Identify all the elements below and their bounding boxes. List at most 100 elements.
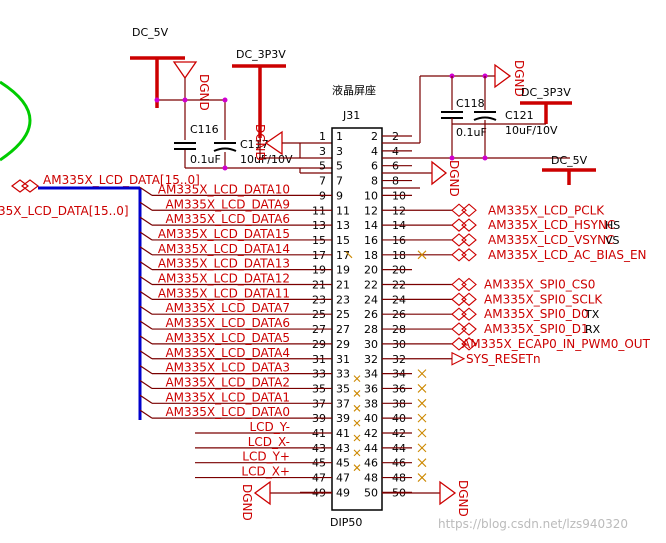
pin-inner-number: 41 <box>336 427 350 440</box>
port-symbol <box>461 292 477 307</box>
nc-mark <box>417 369 427 378</box>
pin-inner-number: 36 <box>364 382 378 395</box>
port-symbol <box>451 218 467 232</box>
c121-value: 10uF/10V <box>505 124 558 137</box>
left-net-label: LCD_Y- <box>249 420 290 434</box>
c116-ref: C116 <box>190 123 219 136</box>
left-net-label: AM335X_LCD_DATA3 <box>165 361 290 375</box>
green-arc <box>0 80 32 162</box>
bus-entry <box>139 379 153 389</box>
port-symbol <box>451 248 467 262</box>
pin-inner-number: 12 <box>364 204 378 217</box>
right-net-suffix: VS <box>605 234 620 247</box>
pin-inner-number: 1 <box>336 130 343 143</box>
bus-entry <box>139 216 153 226</box>
pin-inner-number: 47 <box>336 472 350 485</box>
port-symbol <box>451 337 467 351</box>
nc-mark <box>417 413 427 423</box>
pin-inner-number: 4 <box>371 145 378 158</box>
pin-inner-number: 26 <box>364 308 378 321</box>
pin-inner-number: 8 <box>371 175 378 188</box>
dgnd-bottom-right-label: DGND <box>456 480 470 517</box>
dc5v-top-label: DC_5V <box>132 26 169 39</box>
pin-inner-number: 31 <box>336 353 350 366</box>
pin-inner-number: 19 <box>336 264 350 277</box>
left-net-label: AM335X_LCD_DATA6 <box>165 212 290 226</box>
port-symbol <box>451 233 467 247</box>
pin-inner-number: 40 <box>364 412 378 425</box>
pin-inner-number: 17 <box>336 249 350 262</box>
bus-entry <box>139 276 153 285</box>
nc-mark <box>417 428 427 438</box>
left-net-label: LCD_X- <box>248 435 290 449</box>
c116-value: 0.1uF <box>190 153 221 166</box>
left-net-label: AM335X_LCD_DATA13 <box>158 257 290 271</box>
right-net-label: AM335X_SPI0_D0 <box>484 307 589 321</box>
left-net-label: AM335X_LCD_DATA12 <box>158 272 290 286</box>
nc-mark <box>353 390 361 397</box>
dc3p3-left-label: DC_3P3V <box>236 48 286 61</box>
nc-mark <box>353 434 361 442</box>
bus-entry <box>139 305 153 315</box>
pin-inner-number: 18 <box>364 249 378 262</box>
bus-entry <box>139 409 153 419</box>
pin-inner-number: 3 <box>336 145 343 158</box>
right-net-label: AM335X_LCD_HSYNC <box>488 218 615 232</box>
right-net-suffix: RX <box>585 323 601 336</box>
bus-entry <box>139 246 153 256</box>
c121-ref: C121 <box>505 109 534 122</box>
pin-inner-number: 23 <box>336 293 350 306</box>
nc-mark <box>353 375 361 382</box>
dgnd-pin8-label: DGND <box>447 160 461 197</box>
nc-mark <box>417 458 427 468</box>
watermark: https://blog.csdn.net/lzs940320 <box>438 517 628 531</box>
left-net-label: AM335X_LCD_DATA7 <box>165 301 290 315</box>
c118-ref: C118 <box>456 97 485 110</box>
dgnd-top-left-symbol <box>172 61 198 80</box>
bus-label: AM335X_LCD_DATA[15..0] <box>43 173 200 187</box>
dgnd-right-top-symbol <box>494 63 512 89</box>
port-symbol <box>461 203 477 217</box>
pin-inner-number: 34 <box>364 368 378 381</box>
nc-mark <box>417 443 427 453</box>
c118-value: 0.1uF <box>456 126 487 139</box>
port-symbol <box>461 322 477 336</box>
left-net-label: AM335X_LCD_DATA4 <box>165 346 290 360</box>
left-net-label: AM335X_LCD_DATA2 <box>165 375 290 389</box>
pin-inner-number: 24 <box>364 293 378 306</box>
pin-inner-number: 33 <box>336 368 350 381</box>
port-symbol <box>451 292 467 307</box>
bus-entry <box>139 320 153 330</box>
nc-mark <box>417 398 427 408</box>
port-symbol <box>461 248 477 262</box>
right-net-label: AM335X_SPI0_D1 <box>484 322 589 336</box>
bus-entry <box>139 350 153 360</box>
nc-mark <box>353 419 361 427</box>
bus-entry <box>139 231 153 241</box>
bus-entry <box>139 365 153 375</box>
pin-inner-number: 13 <box>336 219 350 232</box>
pin-inner-number: 10 <box>364 189 378 202</box>
pin-inner-number: 28 <box>364 323 378 336</box>
dc3p3-right-label: DC_3P3V <box>521 86 571 99</box>
left-net-label: AM335X_LCD_DATA1 <box>165 390 290 404</box>
pin-number: 1 <box>319 130 326 143</box>
port-symbol <box>461 218 477 232</box>
dgnd-right-top-label: DGND <box>512 60 526 97</box>
dgnd-pin8-symbol <box>431 160 448 186</box>
dgnd-top-left-label: DGND <box>197 74 211 111</box>
pin-inner-number: 42 <box>364 427 378 440</box>
pin-inner-number: 6 <box>371 160 378 173</box>
bus-label-left: 35X_LCD_DATA[15..0] <box>0 204 129 218</box>
pin-inner-number: 9 <box>336 189 343 202</box>
pin-inner-number: 38 <box>364 397 378 410</box>
pin-number: 5 <box>319 160 326 173</box>
nc-mark <box>417 384 427 393</box>
port-symbol <box>451 307 467 321</box>
left-net-label: AM335X_LCD_DATA5 <box>165 331 290 345</box>
pin-inner-number: 46 <box>364 457 378 470</box>
pin-inner-number: 7 <box>336 175 343 188</box>
pin-inner-number: 37 <box>336 397 350 410</box>
nc-mark <box>353 449 361 457</box>
port-symbol <box>451 351 466 366</box>
